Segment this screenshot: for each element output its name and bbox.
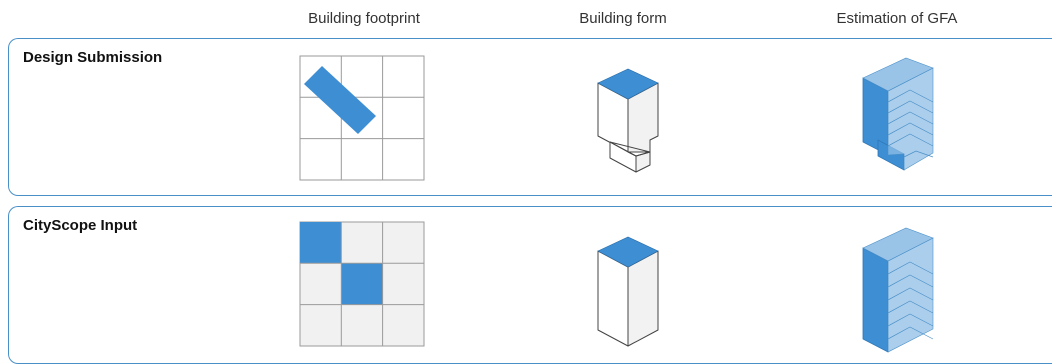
column-header-gfa: Estimation of GFA	[836, 10, 958, 27]
row-label-cityscope-input: CityScope Input	[23, 217, 138, 234]
gfa-estimation-design	[862, 57, 934, 171]
row-design-submission	[8, 38, 1052, 196]
column-header-footprint: Building footprint	[308, 10, 420, 27]
column-header-form: Building form	[579, 10, 667, 27]
footprint-diagram-cityscope	[299, 221, 425, 347]
building-footprint-shape	[304, 66, 376, 134]
footprint-diagram-design	[299, 55, 425, 181]
gfa-estimation-cityscope	[862, 227, 934, 353]
footprint-cell-top-left	[300, 222, 342, 264]
row-label-design-submission: Design Submission	[23, 49, 163, 66]
footprint-cell-center	[341, 263, 383, 305]
building-form-cityscope	[597, 236, 659, 347]
building-form-design	[597, 68, 659, 173]
